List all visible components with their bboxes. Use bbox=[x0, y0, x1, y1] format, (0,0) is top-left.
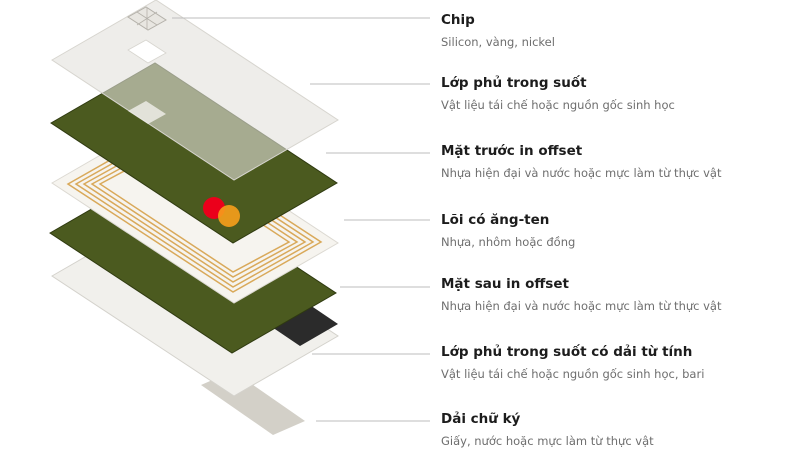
layer-name: Chip bbox=[441, 12, 475, 28]
layer-name: Mặt sau in offset bbox=[441, 276, 569, 292]
layer-description: Silicon, vàng, nickel bbox=[441, 35, 555, 49]
leader-lines bbox=[172, 17, 430, 422]
layer-label-magnetic-overlay: Lớp phủ trong suốt có dải từ tính Vật li… bbox=[441, 344, 796, 382]
layer-description: Giấy, nước hoặc mực làm từ thực vật bbox=[441, 434, 654, 448]
layer-description: Nhựa hiện đại và nước hoặc mực làm từ th… bbox=[441, 299, 722, 313]
layer-label-offset-back: Mặt sau in offset Nhựa hiện đại và nước … bbox=[441, 276, 796, 314]
layer-label-antenna-core: Lõi có ăng-ten Nhựa, nhôm hoặc đồng bbox=[441, 212, 796, 250]
layer-description: Vật liệu tái chế hoặc nguồn gốc sinh học… bbox=[441, 367, 705, 381]
emv-chip-icon bbox=[127, 6, 167, 31]
transparent-overlay-layer bbox=[51, 0, 339, 181]
layer-name: Dải chữ ký bbox=[441, 411, 521, 427]
mastercard-logo-icon bbox=[203, 197, 240, 227]
layer-description: Nhựa hiện đại và nước hoặc mực làm từ th… bbox=[441, 166, 722, 180]
layer-name: Lớp phủ trong suốt có dải từ tính bbox=[441, 344, 693, 360]
magnetic-stripe-icon bbox=[266, 301, 338, 346]
layer-label-transparent-overlay: Lớp phủ trong suốt Vật liệu tái chế hoặc… bbox=[441, 75, 796, 113]
layer-label-chip: Chip Silicon, vàng, nickel bbox=[441, 12, 796, 50]
layer-label-offset-front: Mặt trước in offset Nhựa hiện đại và nướ… bbox=[441, 143, 796, 181]
layer-name: Lõi có ăng-ten bbox=[441, 212, 550, 228]
layer-description: Nhựa, nhôm hoặc đồng bbox=[441, 235, 576, 249]
layer-name: Lớp phủ trong suốt bbox=[441, 75, 587, 91]
chip-window-shadow bbox=[128, 101, 166, 124]
chip-window bbox=[127, 39, 167, 64]
layer-description: Vật liệu tái chế hoặc nguồn gốc sinh học bbox=[441, 98, 675, 112]
layer-label-signature-strip: Dải chữ ký Giấy, nước hoặc mực làm từ th… bbox=[441, 411, 796, 449]
layer-name: Mặt trước in offset bbox=[441, 143, 583, 159]
